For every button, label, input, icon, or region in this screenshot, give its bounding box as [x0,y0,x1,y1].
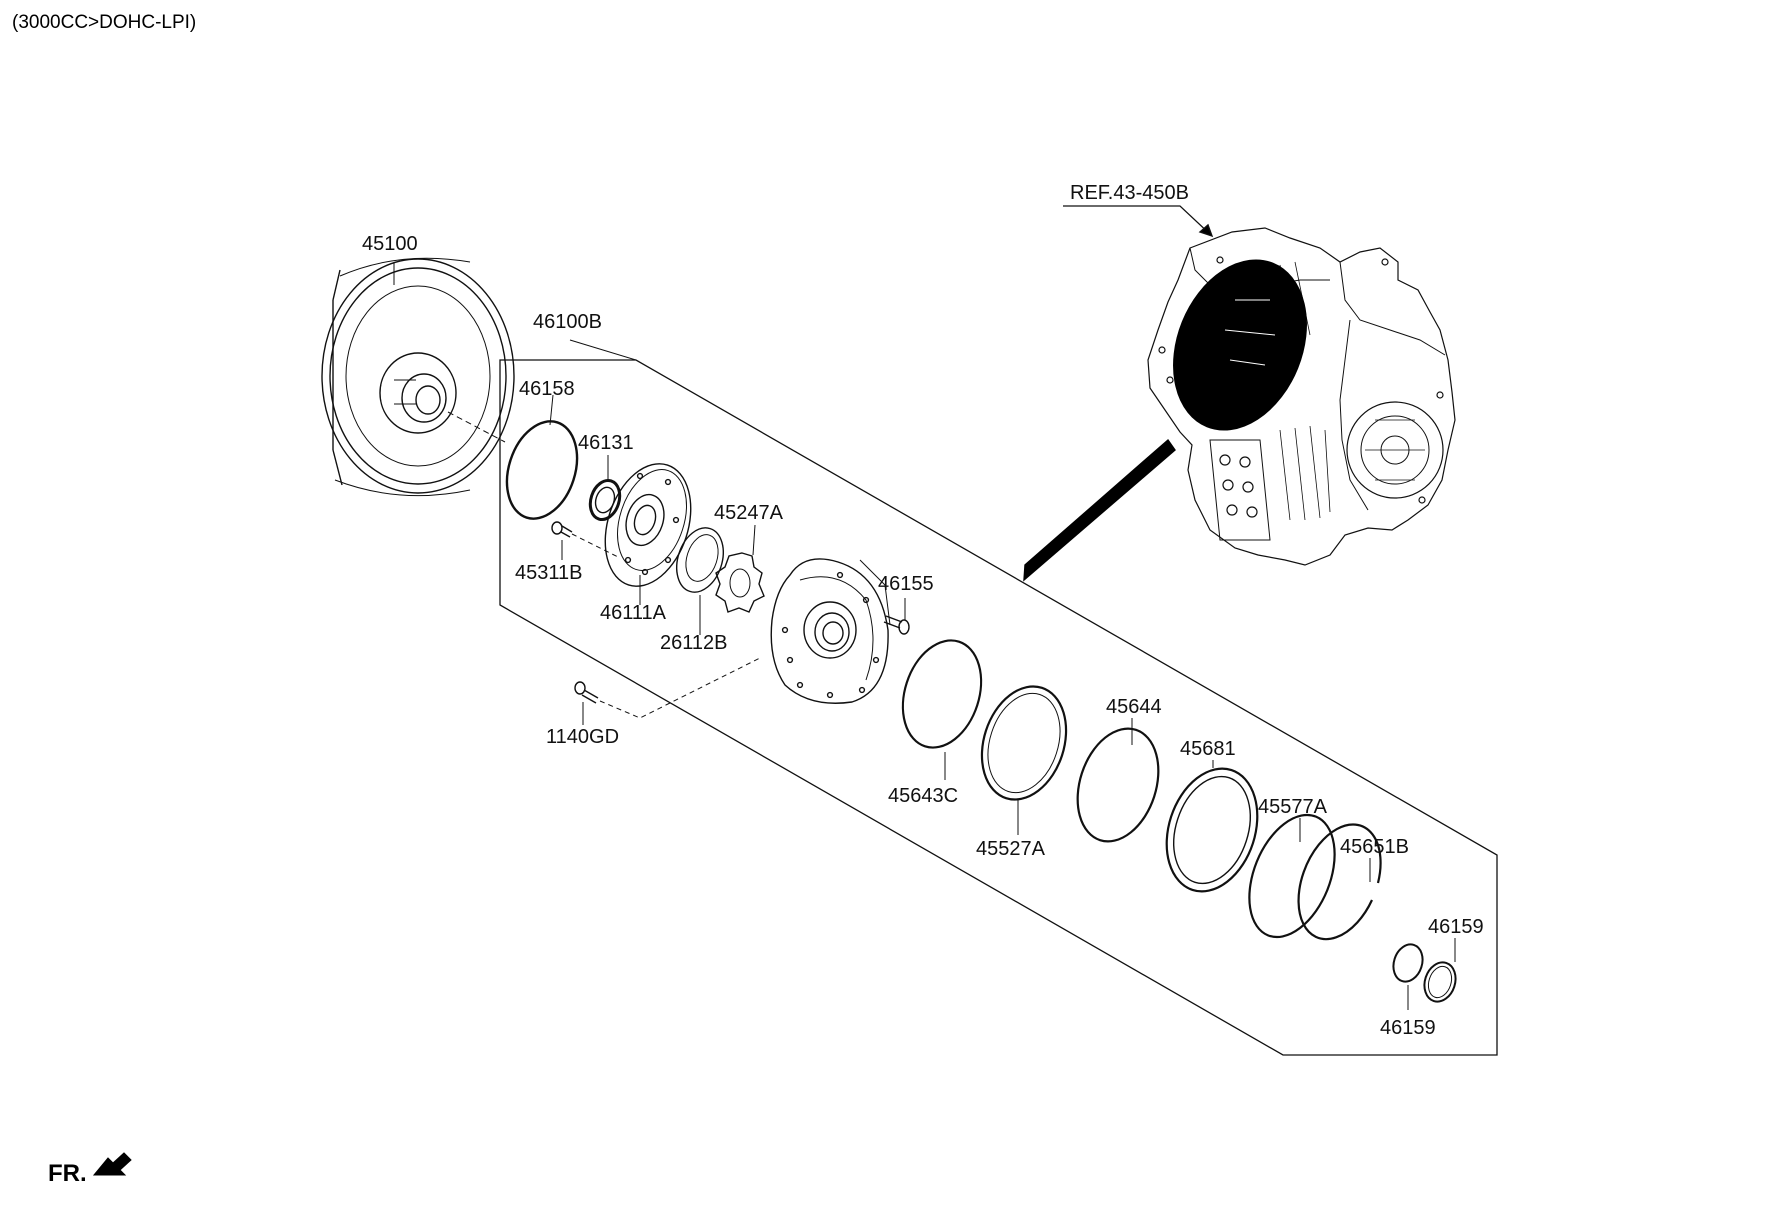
part-label-26112b[interactable]: 26112B [660,632,728,654]
bolt-46155 [884,616,909,634]
oil-pump-housing [771,559,890,703]
transmission-case-illustration [1148,228,1455,565]
pump-cover-46111a [590,453,705,598]
part-label-46155[interactable]: 46155 [878,573,934,595]
torque-converter [322,258,514,495]
engine-spec-header: (3000CC>DOHC-LPI) [12,12,197,33]
reference-label: REF.43-450B [1070,182,1189,204]
o-ring-46158 [495,412,589,528]
part-label-46159-bottom[interactable]: 46159 [1380,1017,1436,1039]
part-label-45247a[interactable]: 45247A [714,502,783,524]
part-label-45651b[interactable]: 45651B [1340,836,1409,858]
front-direction-arrow [94,1153,131,1175]
part-label-45577a[interactable]: 45577A [1258,796,1327,818]
ring-45681 [1152,757,1273,903]
part-label-45527a[interactable]: 45527A [976,838,1045,860]
inner-gear-45247a [716,553,764,612]
outer-gear-26112b [669,522,731,598]
part-label-46158[interactable]: 46158 [519,378,575,400]
oil-seal-46131 [586,477,625,524]
bolt-1140gd [575,682,598,703]
ring-45644 [1064,718,1172,852]
part-label-45311b[interactable]: 45311B [515,562,583,584]
part-label-46100b[interactable]: 46100B [533,311,602,333]
part-label-45681[interactable]: 45681 [1180,738,1236,760]
part-label-45644[interactable]: 45644 [1106,696,1162,718]
part-label-46111a[interactable]: 46111A [600,602,666,624]
axis-dashed-line [448,412,505,442]
part-label-46131[interactable]: 46131 [578,432,634,454]
front-direction-label: FR. [48,1160,87,1187]
part-label-1140gd[interactable]: 1140GD [546,726,620,748]
small-ring-46159-top [1420,958,1461,1005]
reference-arrowhead [1200,225,1212,236]
part-label-45643c[interactable]: 45643C [888,785,959,807]
reference-leader [1063,206,1212,236]
location-pointer [1024,440,1175,580]
bolt-45311b [552,522,572,537]
small-ring-46159-bottom [1389,941,1427,986]
snap-ring-45651b [1299,824,1381,939]
part-label-46159-top[interactable]: 46159 [1428,916,1484,938]
part-label-45100[interactable]: 45100 [362,233,418,255]
ring-45643c [890,630,994,757]
ring-45577a [1233,802,1351,949]
ring-45527a [968,675,1080,810]
converter-location-highlight [1150,240,1331,450]
